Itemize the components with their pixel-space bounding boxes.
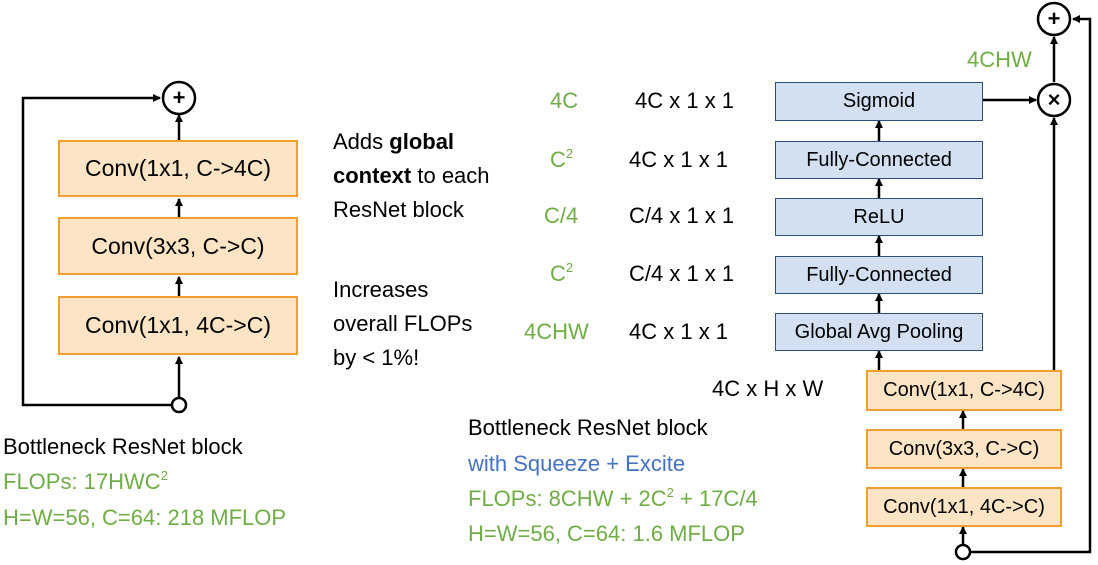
right-input-node bbox=[954, 543, 972, 561]
add-icon: + bbox=[172, 85, 186, 110]
multiply-icon: × bbox=[1047, 87, 1061, 112]
se-flops-fc2: C2 bbox=[550, 146, 574, 172]
se-shape-pool: 4C x 1 x 1 bbox=[629, 319, 729, 344]
se-flops-relu: C/4 bbox=[544, 203, 579, 228]
left-flops: FLOPs: 17HWC2 bbox=[3, 468, 168, 494]
right-caption: Bottleneck ResNet block bbox=[468, 415, 708, 440]
se-fc2-box: Fully-Connected bbox=[775, 141, 983, 179]
left-input-node bbox=[170, 396, 188, 414]
note-flops-increase: Increases overall FLOPs by < 1%! bbox=[333, 277, 473, 370]
left-add-node bbox=[161, 80, 197, 116]
se-shape-fc1: C/4 x 1 x 1 bbox=[629, 261, 735, 286]
se-flops-pool: 4CHW bbox=[524, 319, 589, 344]
se-sigmoid-box: Sigmoid bbox=[775, 82, 983, 121]
right-conv3x3: Conv(3x3, C->C) bbox=[866, 429, 1062, 469]
se-global-pool-box: Global Avg Pooling bbox=[775, 313, 983, 351]
left-conv1x1-expand: Conv(1x1, C->4C) bbox=[58, 140, 298, 197]
right-flops: FLOPs: 8CHW + 2C2 + 17C/4 bbox=[468, 485, 758, 511]
se-shape-relu: C/4 x 1 x 1 bbox=[629, 203, 735, 228]
se-shape-fc2: 4C x 1 x 1 bbox=[629, 147, 729, 172]
se-shape-sigmoid: 4C x 1 x 1 bbox=[635, 88, 735, 113]
multiply-flops-label: 4CHW bbox=[967, 47, 1032, 72]
right-subtitle: with Squeeze + Excite bbox=[468, 451, 686, 476]
left-conv3x3: Conv(3x3, C->C) bbox=[58, 217, 298, 275]
se-flops-fc1: C2 bbox=[550, 260, 574, 286]
multiply-node bbox=[1036, 82, 1072, 118]
left-caption: Bottleneck ResNet block bbox=[3, 434, 243, 459]
left-example: H=W=56, C=64: 218 MFLOP bbox=[3, 505, 287, 530]
se-fc1-box: Fully-Connected bbox=[775, 256, 983, 294]
se-flops-sigmoid: 4C bbox=[550, 88, 579, 113]
left-conv1x1-reduce: Conv(1x1, 4C->C) bbox=[58, 296, 298, 355]
right-add-node bbox=[1036, 1, 1072, 37]
right-conv1x1-expand: Conv(1x1, C->4C) bbox=[866, 370, 1062, 411]
right-conv1x1-reduce: Conv(1x1, 4C->C) bbox=[866, 487, 1062, 527]
se-relu-box: ReLU bbox=[775, 198, 983, 236]
right-example: H=W=56, C=64: 1.6 MFLOP bbox=[468, 521, 745, 546]
input-shape-label: 4C x H x W bbox=[712, 376, 824, 401]
add-icon: + bbox=[1047, 6, 1061, 31]
note-global-context: Adds global context to each ResNet block bbox=[333, 129, 490, 222]
